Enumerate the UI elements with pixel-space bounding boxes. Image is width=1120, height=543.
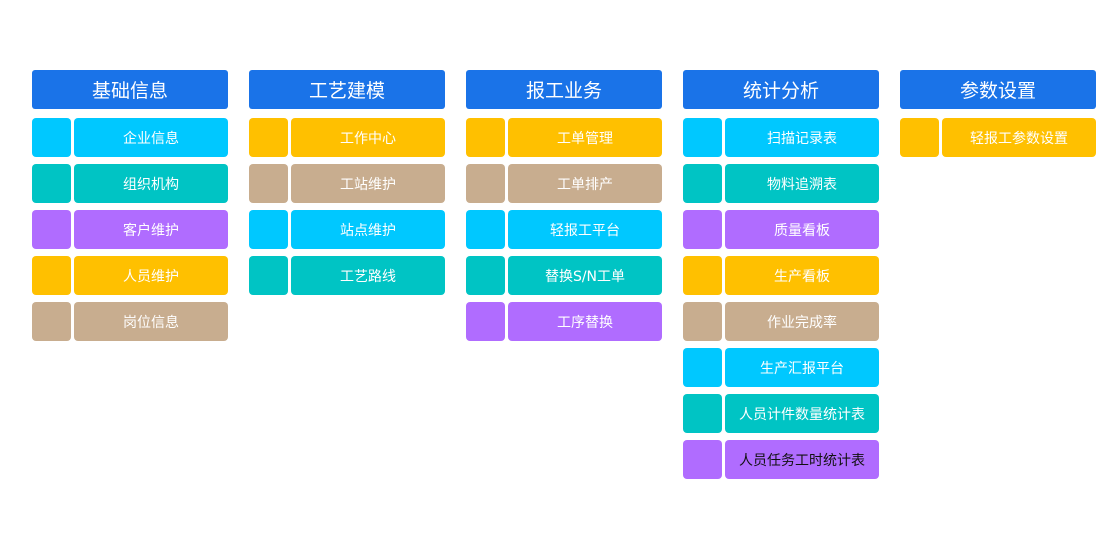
menu-item[interactable]: 工艺路线 <box>249 256 445 295</box>
module-header[interactable]: 报工业务 <box>466 70 662 109</box>
menu-item-label[interactable]: 轻报工平台 <box>508 210 662 249</box>
menu-item-label[interactable]: 客户维护 <box>74 210 228 249</box>
menu-item-icon[interactable] <box>683 302 722 341</box>
module-board: 基础信息企业信息组织机构客户维护人员维护岗位信息工艺建模工作中心工站维护站点维护… <box>32 70 1096 486</box>
menu-item[interactable]: 替换S/N工单 <box>466 256 662 295</box>
menu-item[interactable]: 组织机构 <box>32 164 228 203</box>
menu-item-label[interactable]: 替换S/N工单 <box>508 256 662 295</box>
menu-item-label[interactable]: 生产看板 <box>725 256 879 295</box>
menu-item-icon[interactable] <box>683 256 722 295</box>
module-header[interactable]: 参数设置 <box>900 70 1096 109</box>
menu-item-icon[interactable] <box>249 256 288 295</box>
menu-item[interactable]: 质量看板 <box>683 210 879 249</box>
menu-item[interactable]: 扫描记录表 <box>683 118 879 157</box>
menu-item-label[interactable]: 生产汇报平台 <box>725 348 879 387</box>
module-header[interactable]: 基础信息 <box>32 70 228 109</box>
menu-item-icon[interactable] <box>683 394 722 433</box>
menu-item-label[interactable]: 工艺路线 <box>291 256 445 295</box>
menu-item-icon[interactable] <box>683 440 722 479</box>
menu-item[interactable]: 轻报工平台 <box>466 210 662 249</box>
menu-item-label[interactable]: 组织机构 <box>74 164 228 203</box>
menu-item-icon[interactable] <box>466 164 505 203</box>
menu-item-icon[interactable] <box>683 348 722 387</box>
menu-item-label[interactable]: 扫描记录表 <box>725 118 879 157</box>
menu-item[interactable]: 工站维护 <box>249 164 445 203</box>
menu-item-icon[interactable] <box>32 118 71 157</box>
module-header[interactable]: 统计分析 <box>683 70 879 109</box>
menu-item-icon[interactable] <box>466 210 505 249</box>
menu-item[interactable]: 站点维护 <box>249 210 445 249</box>
menu-item-icon[interactable] <box>466 302 505 341</box>
menu-item[interactable]: 工作中心 <box>249 118 445 157</box>
menu-item[interactable]: 人员任务工时统计表 <box>683 440 879 479</box>
menu-item-label[interactable]: 工序替换 <box>508 302 662 341</box>
menu-item-label[interactable]: 物料追溯表 <box>725 164 879 203</box>
menu-item-icon[interactable] <box>249 118 288 157</box>
menu-item[interactable]: 生产看板 <box>683 256 879 295</box>
menu-item-icon[interactable] <box>32 210 71 249</box>
menu-item-label[interactable]: 工作中心 <box>291 118 445 157</box>
menu-item[interactable]: 工单管理 <box>466 118 662 157</box>
menu-item-icon[interactable] <box>249 210 288 249</box>
module-column: 参数设置轻报工参数设置 <box>900 70 1096 486</box>
menu-item[interactable]: 人员计件数量统计表 <box>683 394 879 433</box>
menu-item[interactable]: 轻报工参数设置 <box>900 118 1096 157</box>
menu-item[interactable]: 人员维护 <box>32 256 228 295</box>
menu-item-icon[interactable] <box>466 118 505 157</box>
menu-item-icon[interactable] <box>900 118 939 157</box>
menu-item-label[interactable]: 人员维护 <box>74 256 228 295</box>
menu-item-icon[interactable] <box>32 256 71 295</box>
menu-item[interactable]: 作业完成率 <box>683 302 879 341</box>
menu-item[interactable]: 物料追溯表 <box>683 164 879 203</box>
menu-item-label[interactable]: 岗位信息 <box>74 302 228 341</box>
menu-item-label[interactable]: 工单排产 <box>508 164 662 203</box>
menu-item[interactable]: 生产汇报平台 <box>683 348 879 387</box>
menu-item-icon[interactable] <box>683 118 722 157</box>
menu-item-label[interactable]: 站点维护 <box>291 210 445 249</box>
menu-item[interactable]: 岗位信息 <box>32 302 228 341</box>
menu-item[interactable]: 客户维护 <box>32 210 228 249</box>
menu-item[interactable]: 工序替换 <box>466 302 662 341</box>
menu-item-label[interactable]: 人员计件数量统计表 <box>725 394 879 433</box>
menu-item-icon[interactable] <box>32 302 71 341</box>
menu-item-icon[interactable] <box>683 210 722 249</box>
module-header[interactable]: 工艺建模 <box>249 70 445 109</box>
menu-item-label[interactable]: 企业信息 <box>74 118 228 157</box>
module-column: 统计分析扫描记录表物料追溯表质量看板生产看板作业完成率生产汇报平台人员计件数量统… <box>683 70 879 486</box>
menu-item-label[interactable]: 轻报工参数设置 <box>942 118 1096 157</box>
menu-item-label[interactable]: 工站维护 <box>291 164 445 203</box>
menu-item-label[interactable]: 人员任务工时统计表 <box>725 440 879 479</box>
menu-item-label[interactable]: 作业完成率 <box>725 302 879 341</box>
menu-item[interactable]: 企业信息 <box>32 118 228 157</box>
menu-item-icon[interactable] <box>466 256 505 295</box>
menu-item[interactable]: 工单排产 <box>466 164 662 203</box>
module-column: 工艺建模工作中心工站维护站点维护工艺路线 <box>249 70 445 486</box>
menu-item-label[interactable]: 工单管理 <box>508 118 662 157</box>
menu-item-label[interactable]: 质量看板 <box>725 210 879 249</box>
module-column: 报工业务工单管理工单排产轻报工平台替换S/N工单工序替换 <box>466 70 662 486</box>
menu-item-icon[interactable] <box>683 164 722 203</box>
menu-item-icon[interactable] <box>32 164 71 203</box>
menu-item-icon[interactable] <box>249 164 288 203</box>
module-column: 基础信息企业信息组织机构客户维护人员维护岗位信息 <box>32 70 228 486</box>
